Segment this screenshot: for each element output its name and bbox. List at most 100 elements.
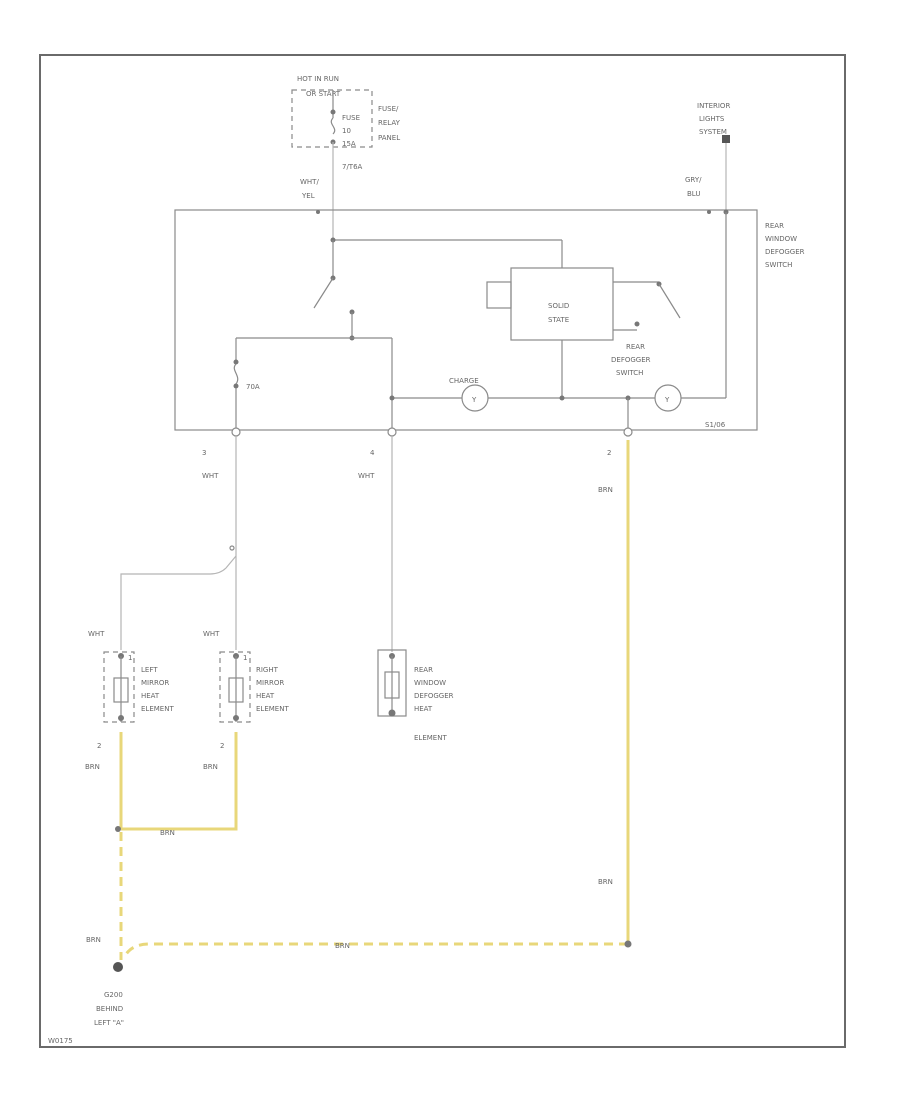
rear-element-label-4: HEAT (414, 705, 433, 713)
feed-wire-color-2: YEL (301, 192, 315, 200)
rear-defogger-switch-label: REAR (626, 343, 645, 351)
fuse-terminal-top (330, 109, 336, 115)
left-wht-label: WHT (202, 472, 219, 480)
right-mirror-label: RIGHT (256, 666, 279, 674)
right-brn-label: BRN (598, 486, 613, 494)
charge-lamp-glyph: Y (471, 396, 477, 404)
rear-defogger-switch-label-3: SWITCH (616, 369, 643, 377)
pin-right-number: 2 (607, 449, 611, 457)
ground-horizontal-dashed (122, 942, 628, 959)
interior-lights-label-2: LIGHTS (699, 115, 725, 123)
pin-mid-number: 4 (370, 449, 375, 457)
left-mirror-label-3: HEAT (141, 692, 160, 700)
fuse-connector-label: 7/T6A (342, 163, 363, 171)
solid-state-label: SOLID (548, 302, 569, 310)
charge-lamp-icon (461, 384, 489, 412)
switch-assembly-label: REAR (765, 222, 784, 230)
ground-right-dot (624, 940, 632, 948)
switch-blade (313, 277, 334, 309)
right-mirror-pin-bottom: 2 (220, 742, 224, 750)
defogger-switch-contact (634, 321, 640, 327)
ground-label: G200 (104, 991, 123, 999)
splice-wire (120, 555, 237, 650)
ground-vertical-label: BRN (598, 878, 613, 886)
right-mirror-label-4: ELEMENT (256, 705, 289, 713)
right-mirror-pin-top: 1 (243, 654, 247, 662)
fuse-relay-panel-box (291, 89, 373, 148)
ground-label-2: BEHIND (96, 1005, 123, 1013)
solid-state-label-2: STATE (548, 316, 569, 324)
ground-left-label: BRN (86, 936, 101, 944)
left-mirror-pin-bottom: 2 (97, 742, 101, 750)
solid-state-tab (486, 281, 512, 309)
switch-assembly-box (174, 209, 758, 431)
diagram-frame (39, 54, 846, 1048)
right-mirror-in-label: WHT (203, 630, 220, 638)
diode-terminal-bottom (233, 383, 239, 389)
hot-in-run-label: HOT IN RUN (297, 75, 339, 83)
rear-element-label: REAR (414, 666, 433, 674)
interior-lights-terminal (722, 135, 730, 143)
diode-icon (233, 363, 239, 385)
diode-terminal-top (233, 359, 239, 365)
defogger-lamp-icon (654, 384, 682, 412)
illum-wire-color: GRY/ (685, 176, 702, 184)
footer-code: W0175 (48, 1037, 73, 1045)
rear-element-label-2: WINDOW (414, 679, 446, 687)
ground-horizontal-label: BRN (335, 942, 350, 950)
feed-wire-color: WHT/ (300, 178, 319, 186)
diode-label: 70A (246, 383, 260, 391)
bus-junction-mid (559, 395, 565, 401)
left-mirror-out-label: BRN (85, 763, 100, 771)
fuse-relay-panel-label: FUSE/ (378, 105, 399, 113)
bus-junction-left (389, 395, 395, 401)
defogger-lamp-glyph: Y (664, 396, 670, 404)
feed-entry-dot (316, 210, 320, 214)
mirror-join-label: BRN (160, 829, 175, 837)
left-mirror-in-label: WHT (88, 630, 105, 638)
right-mirror-label-2: MIRROR (256, 679, 284, 687)
ground-label-3: LEFT "A" (94, 1019, 124, 1027)
left-mirror-bracket (103, 651, 135, 723)
rear-element-label-3: DEFOGGER (414, 692, 454, 700)
switch-assembly-label-3: DEFOGGER (765, 248, 805, 256)
left-mirror-terminal-bottom (118, 715, 124, 721)
switch-assembly-label-4: SWITCH (765, 261, 792, 269)
pin-left-number: 3 (202, 449, 206, 457)
right-mirror-terminal-bottom (233, 715, 239, 721)
fuse-relay-panel-label-2: RELAY (378, 119, 401, 127)
left-mirror-label-2: MIRROR (141, 679, 169, 687)
right-mirror-brn-wire (121, 732, 238, 831)
pin-right (623, 427, 633, 437)
charge-lamp-label: CHARGE (449, 377, 479, 385)
rear-element-terminal-bottom (388, 709, 396, 717)
left-mirror-pin-top: 1 (128, 654, 132, 662)
pin-left (231, 427, 241, 437)
right-mirror-label-3: HEAT (256, 692, 275, 700)
splice-top (229, 545, 235, 551)
fuse-number: 10 (342, 127, 351, 135)
mid-wht-label: WHT (358, 472, 375, 480)
ground-icon (113, 962, 123, 972)
switch-assembly-label-2: WINDOW (765, 235, 797, 243)
pin-mid (387, 427, 397, 437)
hot-in-run-label-2: OR START (306, 90, 341, 98)
illum-wire-color-2: BLU (687, 190, 700, 198)
rear-element-label-5: ELEMENT (414, 734, 447, 742)
right-mirror-bracket (219, 651, 251, 723)
left-mirror-label: LEFT (141, 666, 158, 674)
right-mirror-out-label: BRN (203, 763, 218, 771)
illum-entry-dot (707, 210, 711, 214)
interior-lights-label: INTERIOR (697, 102, 730, 110)
fuse-rating: 15A (342, 140, 356, 148)
mirror-splice-dot (115, 826, 121, 832)
defogger-switch-blade (658, 283, 681, 319)
fuse-icon (330, 117, 336, 135)
interior-lights-label-3: SYSTEM (699, 128, 727, 136)
fuse-label: FUSE (342, 114, 360, 122)
rear-defogger-switch-label-2: DEFOGGER (611, 356, 651, 364)
fuse-relay-panel-label-3: PANEL (378, 134, 400, 142)
connector-label: S1/06 (705, 421, 726, 429)
left-mirror-label-4: ELEMENT (141, 705, 174, 713)
